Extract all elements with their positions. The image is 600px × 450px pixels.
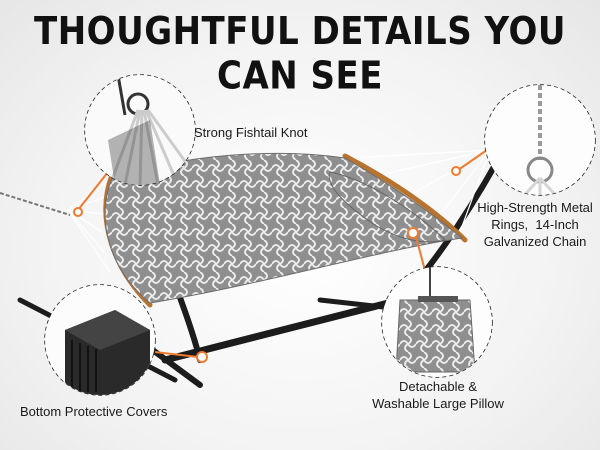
callout-fishtail-knot: Strong Fishtail Knot [194,125,308,140]
detail-knot [84,74,196,186]
callout-leaders [77,149,488,358]
detail-pillow [381,266,493,378]
callout-line: Rings, 14-Inch [491,217,579,232]
callout-line: Galvanized Chain [483,234,587,249]
callout-rings-chain: High-Strength Metal Rings, 14-Inch Galva… [470,199,600,250]
callout-dots [73,166,461,363]
detail-rings [484,84,596,196]
pillow [328,171,446,243]
callout-protective-covers: Bottom Protective Covers [20,404,168,419]
callout-line: Detachable & [398,379,478,394]
page-title: THOUGHTFUL DETAILS YOU CAN SEE [34,9,566,99]
callout-line: Washable Large Pillow [372,396,504,411]
detail-covers [44,284,156,396]
callout-pillow: Detachable & Washable Large Pillow [358,378,518,412]
callout-line: High-Strength Metal [477,200,593,215]
